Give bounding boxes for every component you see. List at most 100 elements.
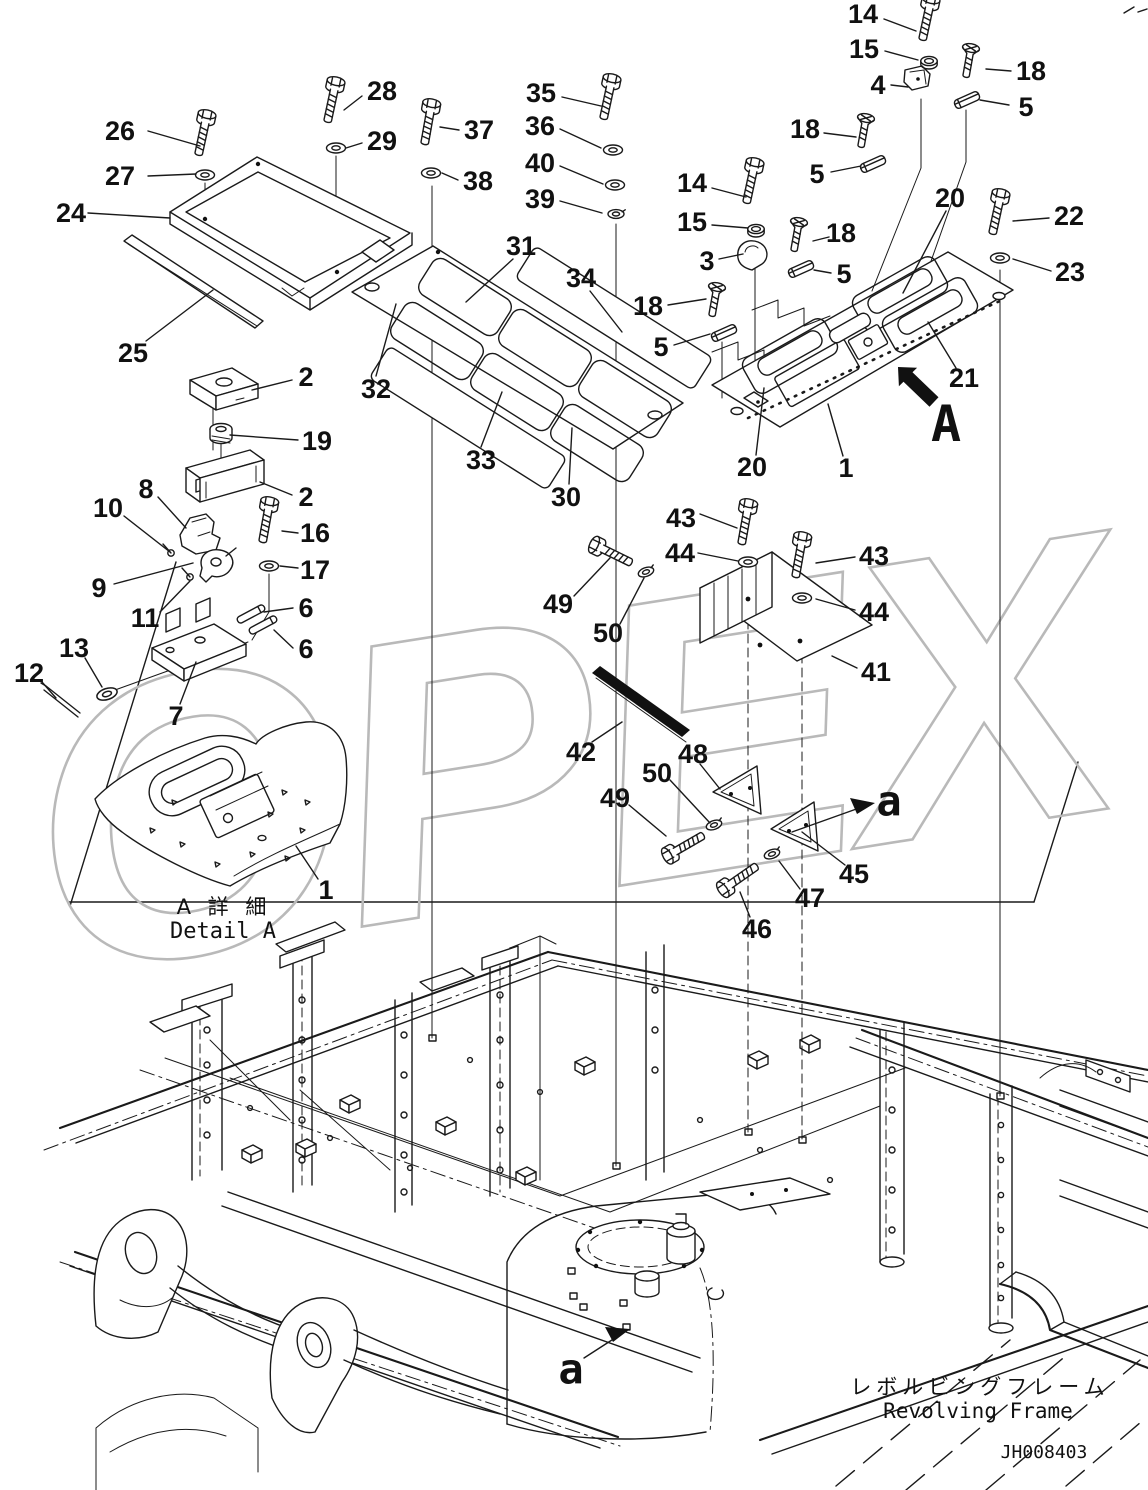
callout-leader-2 xyxy=(259,481,293,496)
part-29-washer xyxy=(325,142,347,154)
callout-16: 16 xyxy=(300,518,330,548)
callout-28: 28 xyxy=(367,76,397,106)
callout-7: 7 xyxy=(168,701,183,731)
part-8-latch xyxy=(179,513,221,555)
callout-leader-33 xyxy=(480,391,503,448)
part-19-grommet xyxy=(209,422,233,445)
callout-leader-18 xyxy=(985,68,1012,72)
callout-leader-9 xyxy=(113,562,194,585)
part-14-bolt xyxy=(736,155,766,206)
callout-leader-21 xyxy=(927,321,957,369)
boom-bracket xyxy=(269,1297,509,1434)
callout-24: 24 xyxy=(56,198,86,228)
callout-8: 8 xyxy=(138,474,153,504)
callout-11: 11 xyxy=(131,603,160,633)
part-44-washer xyxy=(791,592,813,604)
callout-18: 18 xyxy=(1016,56,1046,86)
frame-post xyxy=(988,1085,1014,1334)
callout-leader-5 xyxy=(979,99,1010,106)
callout-5: 5 xyxy=(809,159,824,189)
part-15-nut xyxy=(747,223,765,238)
part-40-washer xyxy=(604,179,626,191)
callout-5: 5 xyxy=(836,259,851,289)
callout-leader-41 xyxy=(831,655,858,669)
callout-leader-16 xyxy=(281,530,299,534)
callout-leader-15 xyxy=(711,224,749,229)
callout-13: 13 xyxy=(59,633,89,663)
part-15-nut xyxy=(920,55,938,70)
part-18-screw xyxy=(956,41,981,80)
callout-leader-4 xyxy=(890,84,909,88)
callout-14: 14 xyxy=(677,168,707,198)
callout-leader-40 xyxy=(559,165,604,185)
callout-36: 36 xyxy=(525,111,555,141)
callout-leader-28 xyxy=(343,95,363,111)
callout-33: 33 xyxy=(466,445,496,475)
callout-12: 12 xyxy=(14,658,44,688)
part-9-cam xyxy=(199,547,237,583)
callout-3: 3 xyxy=(699,246,714,276)
callout-46: 46 xyxy=(742,914,772,944)
frame-tower xyxy=(481,935,557,1197)
callout-leader-25 xyxy=(145,289,214,342)
callout-2: 2 xyxy=(298,482,313,512)
callout-25: 25 xyxy=(118,338,148,368)
callout-18: 18 xyxy=(633,291,663,321)
part-1-floor-mat-detail xyxy=(94,721,348,887)
callout-leader-2 xyxy=(251,379,293,391)
callout-leader-5 xyxy=(673,333,711,346)
part-28-bolt xyxy=(317,74,347,125)
callout-4: 4 xyxy=(870,70,885,100)
frame-post xyxy=(879,1021,905,1268)
callout-15: 15 xyxy=(849,34,879,64)
callout-leader-23 xyxy=(1012,258,1052,272)
tank-face-bolts xyxy=(567,1267,631,1331)
callout-50: 50 xyxy=(642,758,672,788)
callout-leader-44 xyxy=(697,552,739,562)
part-18-screw xyxy=(702,280,727,319)
callout-leader-12 xyxy=(41,681,57,699)
part-22-bolt xyxy=(982,186,1012,237)
callout-9: 9 xyxy=(91,573,106,603)
callout-leader-48 xyxy=(699,763,721,790)
callout-leader-14 xyxy=(883,18,917,32)
callout-50: 50 xyxy=(593,618,623,648)
callout-38: 38 xyxy=(463,166,493,196)
part-48-gusset xyxy=(712,765,762,815)
callout-leader-5 xyxy=(813,269,832,274)
callout-19: 19 xyxy=(302,426,332,456)
callout-leader-3 xyxy=(718,253,744,260)
section-a-letter: a xyxy=(876,777,901,826)
part-5-plate xyxy=(709,322,739,344)
callout-41: 41 xyxy=(861,657,891,687)
part-42-strip xyxy=(592,666,690,743)
callout-49: 49 xyxy=(543,589,573,619)
detail-a-arrow xyxy=(898,367,939,407)
callout-leader-17 xyxy=(279,565,299,569)
frame-post xyxy=(645,944,665,1181)
callout-leader-5 xyxy=(830,165,862,173)
callout-1: 1 xyxy=(838,453,853,483)
part-3-hook xyxy=(737,240,768,271)
pump xyxy=(666,1213,696,1265)
detail-a-letter: A xyxy=(931,395,961,453)
callout-5: 5 xyxy=(1018,92,1033,122)
callout-leader-15 xyxy=(884,50,919,61)
part-26-bolt xyxy=(188,107,218,158)
callout-47: 47 xyxy=(795,883,825,913)
part-36-washer xyxy=(602,144,624,156)
part-16-bolt xyxy=(252,494,281,545)
part-2-bracket-upper xyxy=(189,367,259,411)
callout-32: 32 xyxy=(361,374,391,404)
callout-42: 42 xyxy=(566,737,596,767)
callout-leader-42 xyxy=(591,721,623,743)
callout-26: 26 xyxy=(105,116,135,146)
detail-label-en: Detail A xyxy=(170,919,276,944)
callout-40: 40 xyxy=(525,148,555,178)
part-5-plate xyxy=(952,89,982,111)
callout-leader-22 xyxy=(1012,217,1050,222)
callout-15: 15 xyxy=(677,207,707,237)
boom-bracket xyxy=(93,1209,301,1353)
callout-43: 43 xyxy=(666,503,696,533)
callout-20: 20 xyxy=(737,452,767,482)
